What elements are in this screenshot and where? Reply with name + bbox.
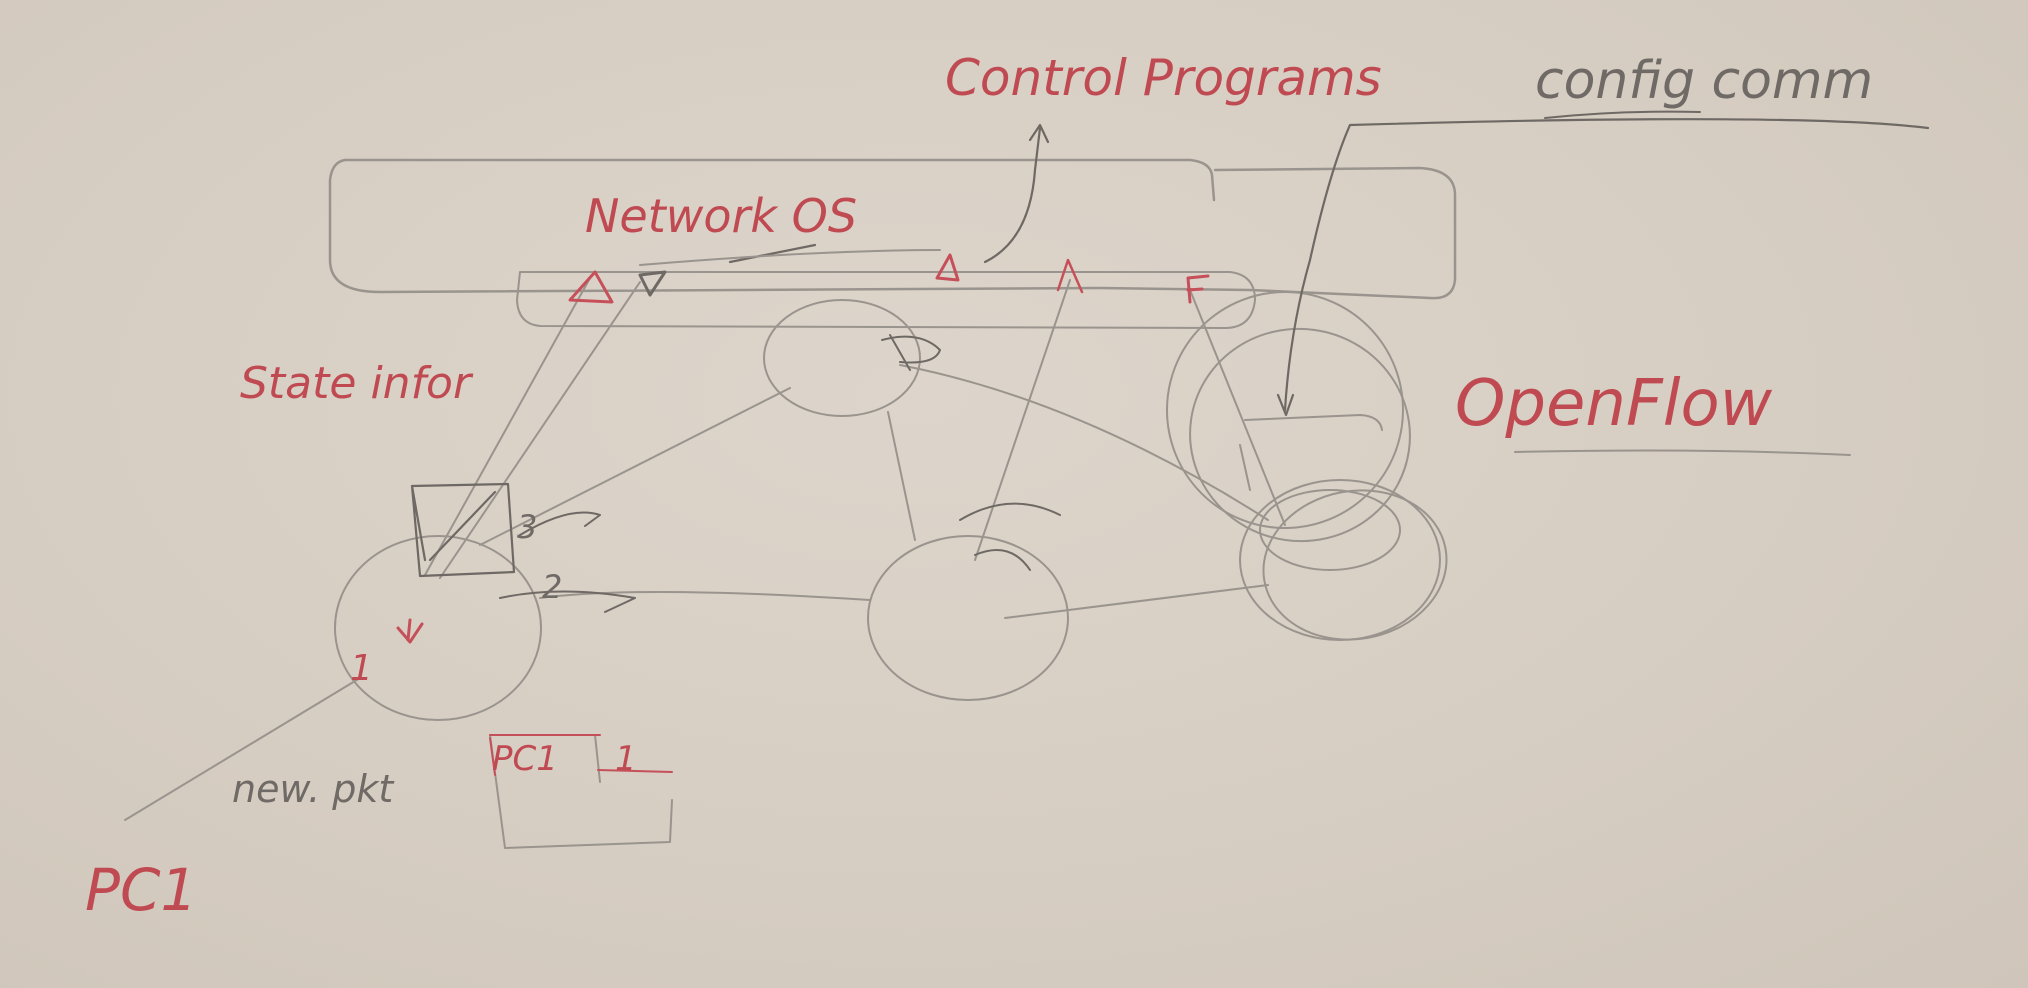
network-os-label: Network OS: [585, 189, 857, 243]
step3-arrow: [519, 511, 601, 536]
state-info-label: State infor: [240, 358, 474, 409]
state-triangle-2: [638, 270, 667, 297]
config-comm-label: config comm: [1535, 51, 1873, 111]
openflow-switch: [1166, 291, 1448, 641]
flow-table-box: [489, 734, 673, 849]
flag-f: [1186, 274, 1210, 304]
switch-node-3: [867, 535, 1069, 701]
flow-table-port: 1: [615, 739, 637, 779]
pc1-link: [124, 677, 361, 821]
new-pkt-label: new. pkt: [232, 767, 395, 811]
config-comm-arrow: [1276, 118, 1930, 417]
openflow-underline: [1514, 449, 1851, 456]
switch3-scribble: [959, 502, 1061, 571]
interface-strip: [516, 271, 1256, 329]
link-1-2: [479, 387, 791, 546]
channel-os-switch1-b: [439, 281, 641, 579]
step2-label: 2: [542, 568, 562, 606]
network-os-box: [328, 158, 1457, 300]
channel-os-switch1-a: [424, 277, 591, 576]
channel-os-switch3: [974, 279, 1071, 561]
state-triangle-1: [568, 270, 614, 304]
control-programs-label: Control Programs: [945, 49, 1382, 107]
packet-in-arrow: [396, 618, 424, 644]
channel-os-openflow: [1189, 289, 1286, 526]
link-1-3: [539, 590, 871, 601]
step3-label: 3: [517, 508, 537, 546]
link-3-openflow: [1004, 584, 1269, 619]
state-triangle-3: [935, 253, 960, 282]
pc1-label: PC1: [85, 856, 197, 924]
os-bus: [639, 249, 941, 266]
link-2-openflow: [899, 364, 1269, 521]
state-triangle-4: [1056, 258, 1084, 294]
flow-table-src: PC1: [492, 739, 558, 779]
switch2-scribble: [881, 334, 941, 371]
os-internal-arrow: [728, 243, 817, 264]
step2-arrow: [499, 590, 636, 613]
flow-table-header: [489, 734, 673, 776]
control-programs-arrow: [983, 123, 1050, 264]
switch-node-2: [763, 299, 921, 417]
openflow-label: OpenFlow: [1455, 367, 1773, 441]
config-underline: [1544, 110, 1701, 119]
flow-table-sketch: [410, 482, 516, 578]
switch-node-1: [334, 535, 542, 721]
step1-label: 1: [350, 648, 373, 689]
link-2-3: [887, 411, 916, 541]
